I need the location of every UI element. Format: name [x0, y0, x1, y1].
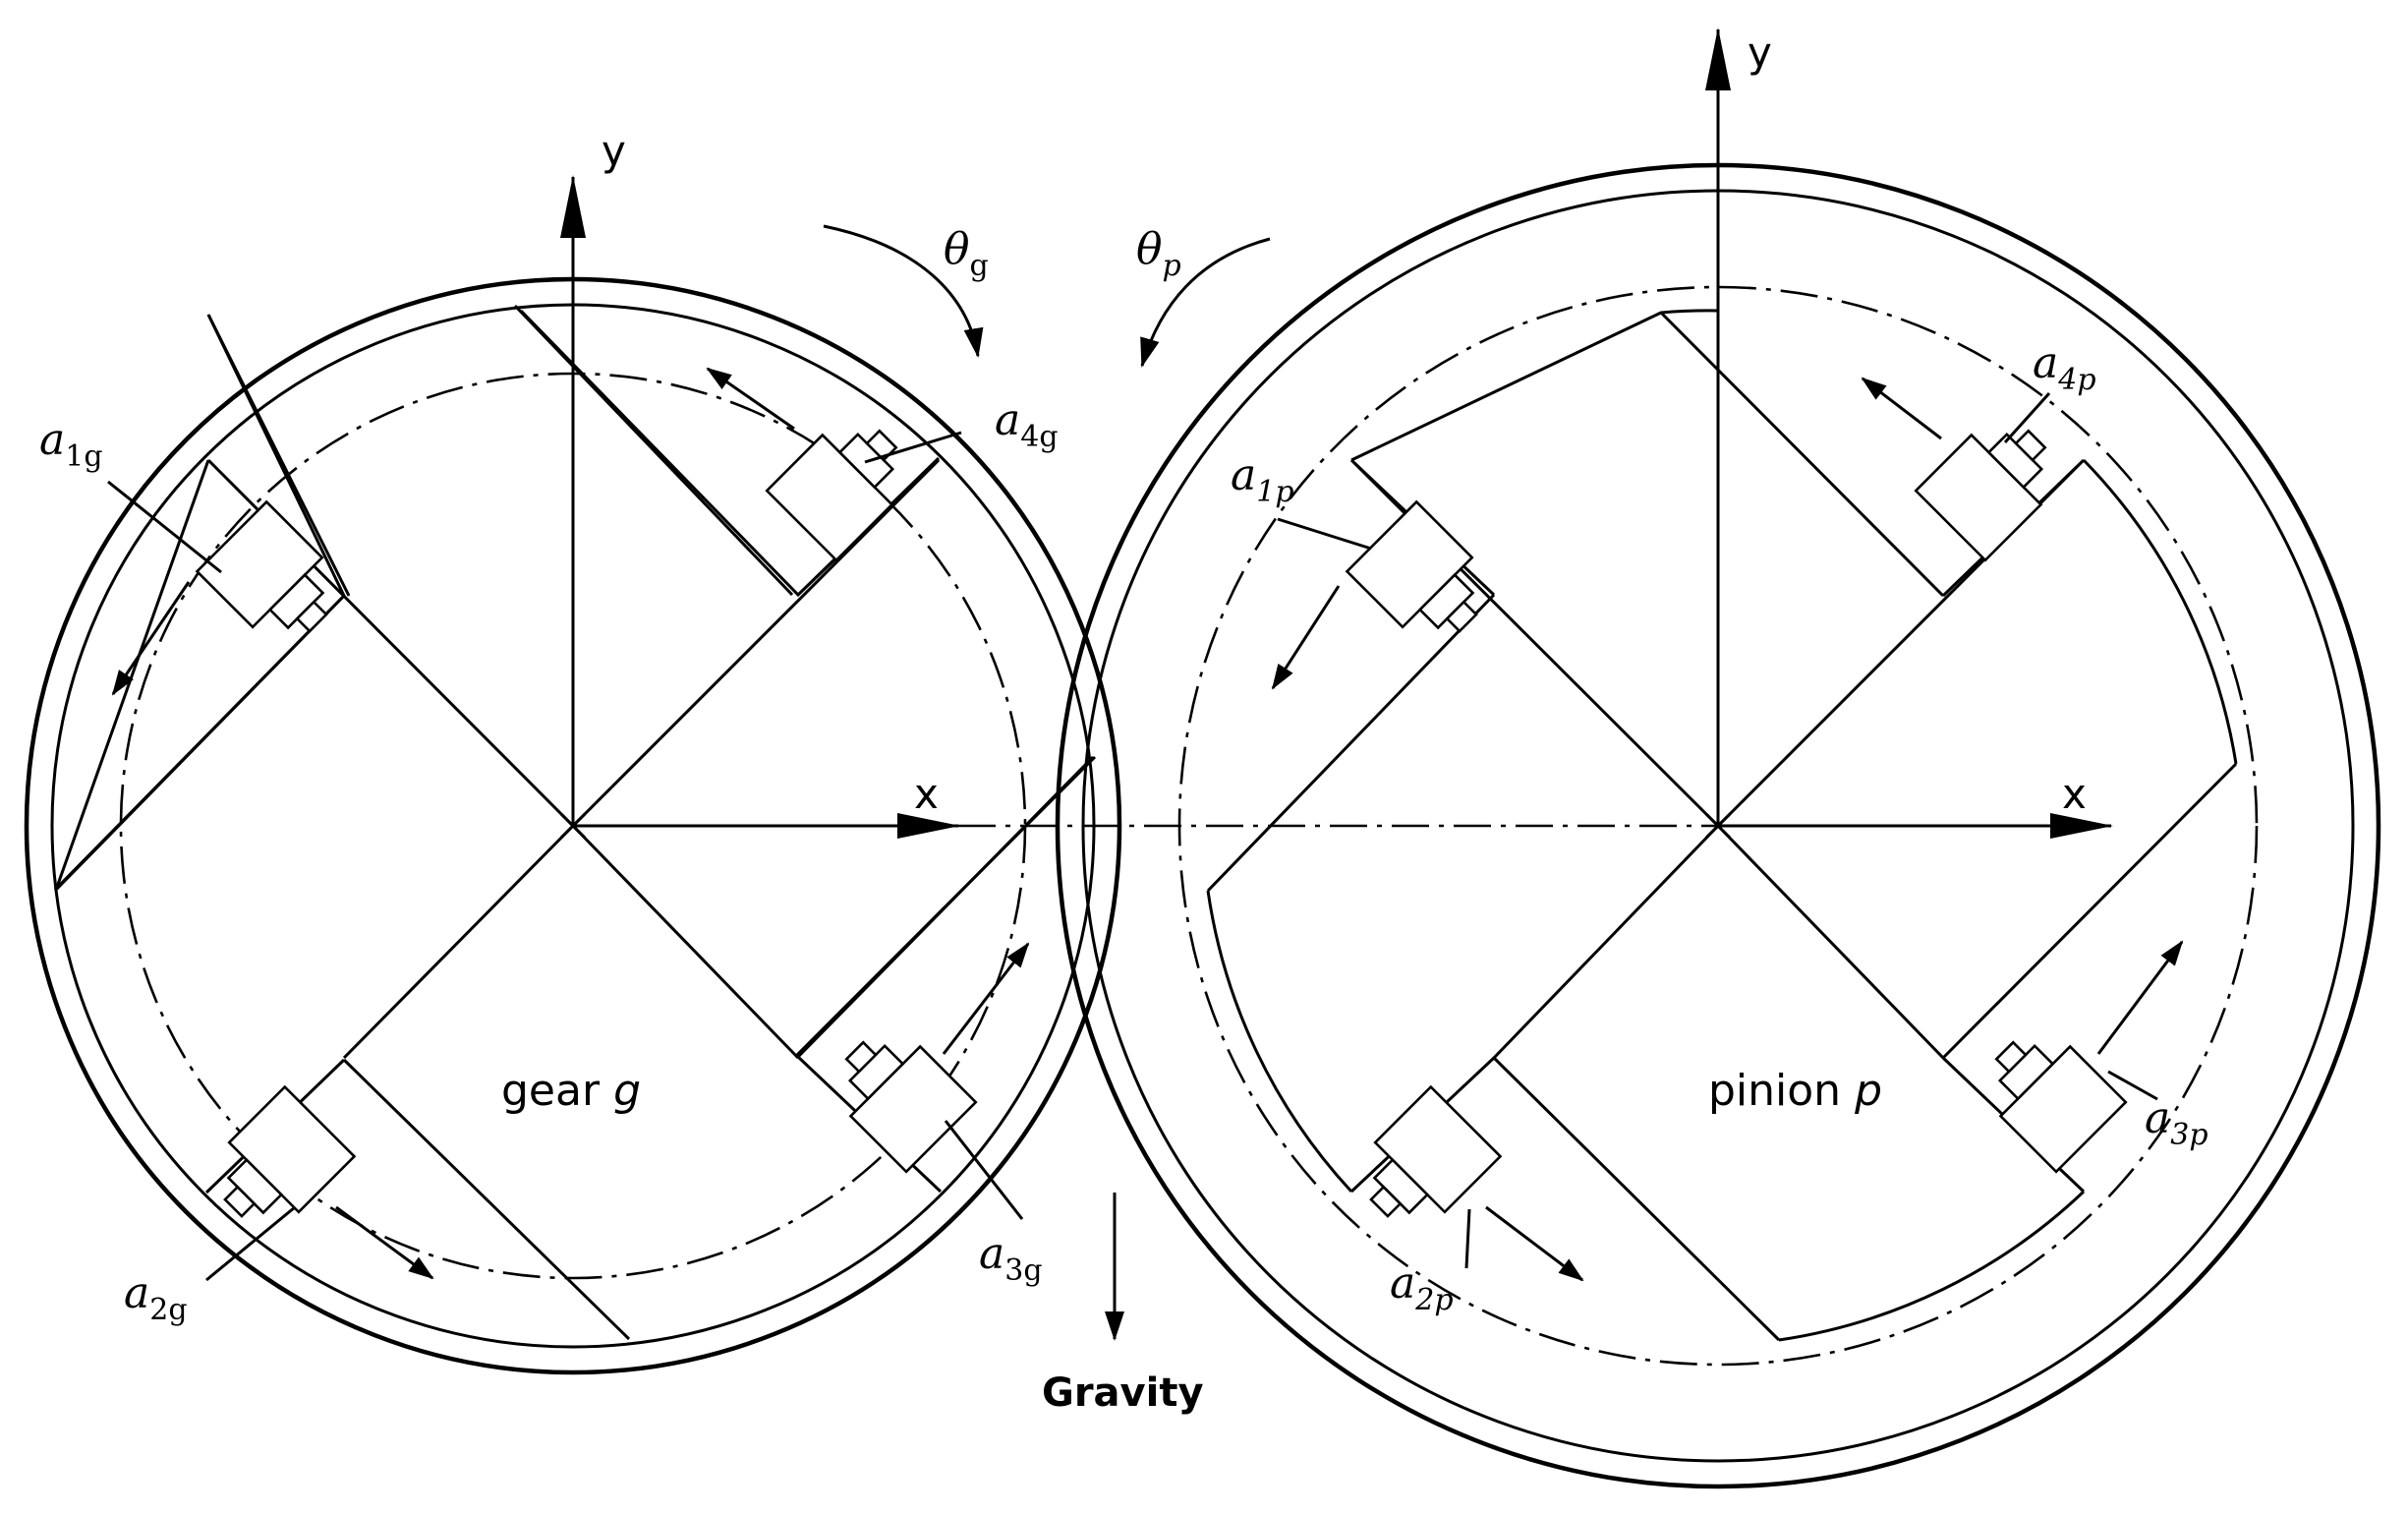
gear-body	[24, 175, 1122, 1375]
theta-g-label: θg	[944, 224, 989, 283]
gear-a3-leader	[944, 1120, 1024, 1220]
gear-sensor-2	[223, 1084, 357, 1218]
pinion-name-label: pinion p	[1708, 1066, 1882, 1116]
pinion-sensor-1	[1345, 499, 1478, 633]
pinion-a1-arrow	[1271, 585, 1341, 690]
gear-a2-label: a2g	[124, 1268, 188, 1327]
gear-a2-leader	[205, 1205, 296, 1282]
pinion-a2-label: a2p	[1390, 1258, 1454, 1317]
pinion-a3-arrow	[2096, 940, 2184, 1055]
theta-p-label: θp	[1136, 224, 1181, 283]
gear-y-label: y	[602, 127, 626, 175]
gear-a1-arrow	[111, 581, 191, 696]
gear-a4-arrow	[706, 367, 795, 431]
gear-name-label: gear g	[501, 1066, 641, 1116]
pinion-a2-arrow	[1485, 1205, 1584, 1282]
pinion-sensor-2	[1369, 1084, 1503, 1218]
gear-sensor-1	[195, 499, 328, 633]
pinion-x-label: x	[2062, 770, 2087, 818]
pinion-a3-leader	[2107, 1070, 2158, 1101]
gear-sensor-3	[844, 1040, 978, 1174]
gear-center-mark	[559, 812, 587, 840]
theta-p-arrow	[1140, 237, 1271, 368]
theta-g-arrow	[823, 224, 984, 358]
gear-a1-label: a1g	[39, 415, 103, 474]
pinion-y-label: y	[1748, 29, 1772, 77]
pinion-sensor-3	[1994, 1040, 2128, 1174]
pinion-body	[1055, 28, 2381, 1489]
gear-a4-leader	[864, 431, 962, 464]
gear-a3-arrow	[942, 942, 1030, 1055]
pinion-a2-leader	[1464, 1208, 1471, 1269]
gear-a3-label: a3g	[979, 1229, 1043, 1288]
gear-a4-label: a4g	[995, 395, 1059, 454]
pinion-a4-leader	[2003, 391, 2051, 444]
gear-a2-arrow	[335, 1205, 434, 1280]
pinion-a4-label: a4p	[2033, 338, 2096, 397]
pinion-a1-label: a1p	[1231, 450, 1294, 509]
gear-a1-leader	[107, 480, 222, 574]
pinion-a3-label: a3p	[2145, 1093, 2208, 1152]
gravity-label: Gravity	[1042, 1370, 1204, 1416]
pinion-sensor-4	[1914, 429, 2047, 562]
gear-x-label: x	[914, 770, 939, 818]
pinion-a1-leader	[1277, 517, 1372, 551]
pinion-a4-arrow	[1861, 377, 1942, 440]
gear-plate-edges	[53, 304, 1097, 1058]
